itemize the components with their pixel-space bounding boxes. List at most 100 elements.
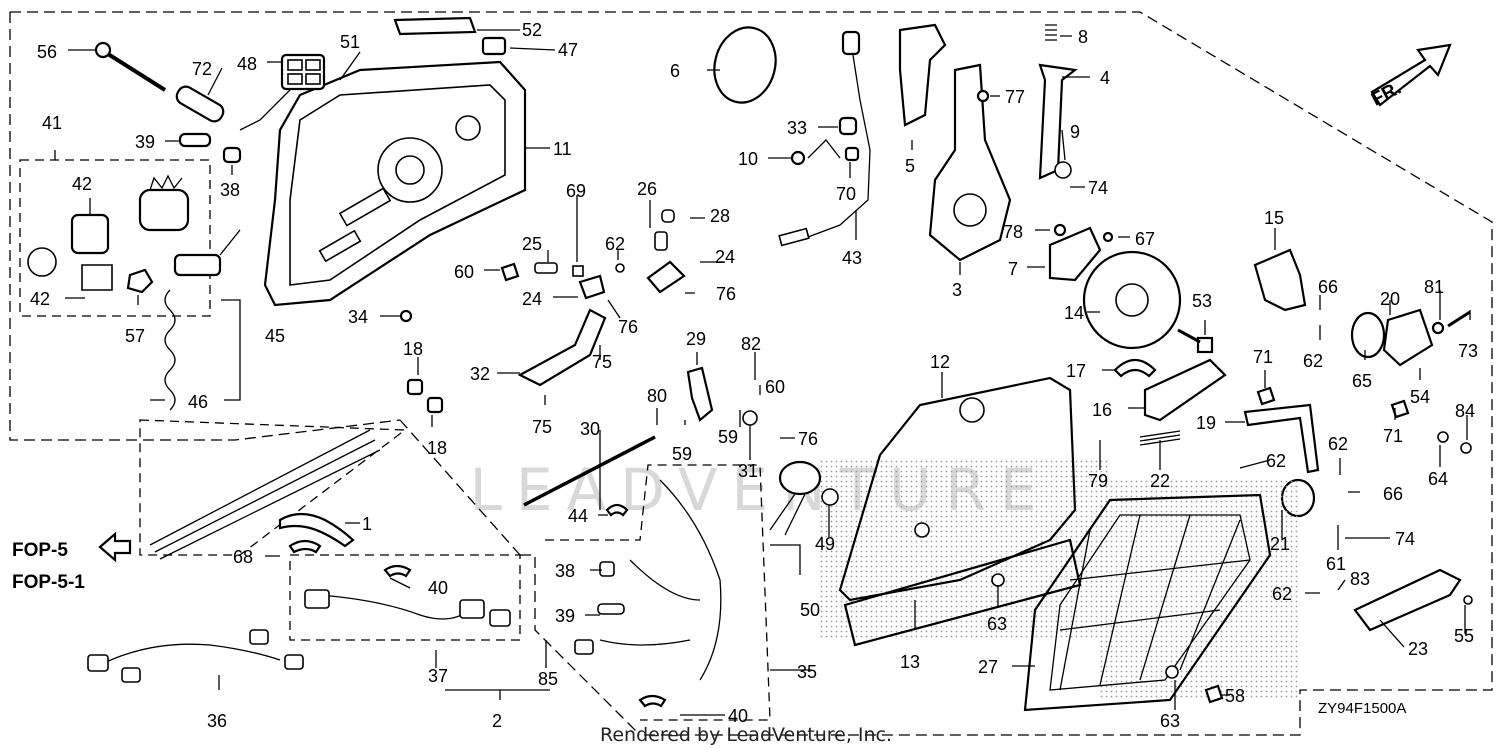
nut-58 <box>1204 684 1224 704</box>
callout-66a: 66 <box>1318 277 1338 297</box>
callout-62e: 62 <box>1272 584 1292 604</box>
callout-2: 2 <box>492 711 502 731</box>
callout-22: 22 <box>1150 471 1170 491</box>
callout-3: 3 <box>952 280 962 300</box>
callout-77: 77 <box>1005 87 1025 107</box>
clip-70 <box>844 146 860 162</box>
callout-24a: 24 <box>522 289 542 309</box>
callout-32: 32 <box>470 364 490 384</box>
callout-63b: 63 <box>1160 711 1180 731</box>
callout-83: 83 <box>1350 569 1370 589</box>
ring-6 <box>713 26 777 104</box>
callout-26: 26 <box>637 179 657 199</box>
screw-34 <box>399 309 413 323</box>
callout-16: 16 <box>1092 400 1112 420</box>
harness-36 <box>87 629 304 683</box>
cap-33 <box>838 116 858 136</box>
callout-48: 48 <box>237 54 257 74</box>
screw-77 <box>976 89 990 103</box>
callout-37: 37 <box>428 666 448 686</box>
arm-23 <box>1353 568 1462 632</box>
clamp-18b <box>426 396 444 414</box>
callout-13: 13 <box>900 652 920 672</box>
callout-10: 10 <box>738 149 758 169</box>
clip-68 <box>288 539 322 554</box>
washer-64 <box>1437 431 1449 443</box>
callout-24b: 24 <box>715 247 735 267</box>
bolt-56 <box>94 41 167 92</box>
washer-62a <box>615 263 625 273</box>
callout-62c: 62 <box>1328 434 1348 454</box>
callout-70: 70 <box>836 184 856 204</box>
bracket-24a <box>578 274 606 300</box>
callout-62a: 62 <box>605 234 625 254</box>
callout-1: 1 <box>362 514 372 534</box>
callout-53: 53 <box>1192 291 1212 311</box>
callout-17: 17 <box>1066 361 1086 381</box>
callout-65: 65 <box>1352 371 1372 391</box>
callout-71b: 71 <box>1383 426 1403 446</box>
clip-17 <box>1113 358 1157 378</box>
plate-7 <box>1048 226 1102 282</box>
dashed-frame <box>9 11 1493 736</box>
callout-64: 64 <box>1428 469 1448 489</box>
ref-fop-5[interactable]: FOP-5 <box>12 540 68 561</box>
callout-68: 68 <box>233 547 253 567</box>
clamp-18a <box>406 378 424 396</box>
clip-44 <box>605 503 629 517</box>
rod-30 <box>523 435 656 507</box>
callout-57: 57 <box>125 326 145 346</box>
callout-56: 56 <box>37 42 57 62</box>
callout-6: 6 <box>670 61 680 81</box>
washer-63a <box>991 573 1005 587</box>
callout-39b: 39 <box>555 606 575 626</box>
callout-21: 21 <box>1270 534 1290 554</box>
callout-40b: 40 <box>728 706 748 726</box>
fop-arrow <box>98 531 132 563</box>
callout-41: 41 <box>42 113 62 133</box>
spring-25 <box>534 262 558 274</box>
callout-71a: 71 <box>1253 347 1273 367</box>
washer-67 <box>1102 231 1114 243</box>
render-credit: Rendered by LeadVenture, Inc. <box>600 724 892 746</box>
ref-fop-5-1[interactable]: FOP-5-1 <box>12 572 85 593</box>
bracket-24b <box>646 260 686 294</box>
leader-lines <box>54 29 1471 716</box>
callout-75a: 75 <box>592 352 612 372</box>
callout-84: 84 <box>1455 401 1475 421</box>
callout-62b: 62 <box>1303 351 1323 371</box>
callout-28: 28 <box>710 206 730 226</box>
callout-51: 51 <box>340 32 360 52</box>
callout-54: 54 <box>1410 387 1430 407</box>
callout-67: 67 <box>1135 229 1155 249</box>
washer-84 <box>1460 442 1472 454</box>
cap-28 <box>661 209 675 223</box>
grommet-72 <box>175 85 225 123</box>
callout-44: 44 <box>568 506 588 526</box>
callout-60b: 60 <box>765 377 785 397</box>
ignition-switch <box>27 174 190 291</box>
callout-35: 35 <box>797 662 817 682</box>
screw-55 <box>1463 595 1473 605</box>
bracket-line <box>807 139 841 159</box>
remote-control-box-housing <box>263 60 527 307</box>
callout-80: 80 <box>647 386 667 406</box>
callout-74b: 74 <box>1395 529 1415 549</box>
collar-31 <box>742 410 758 426</box>
nut-71a <box>1256 386 1276 406</box>
grille-27 <box>1023 480 1300 712</box>
callout-4: 4 <box>1100 68 1110 88</box>
tube-39 <box>178 132 212 148</box>
callout-81: 81 <box>1424 277 1444 297</box>
nut-60a <box>500 262 520 282</box>
callout-29: 29 <box>686 329 706 349</box>
callout-19: 19 <box>1196 413 1216 433</box>
plate-16 <box>1143 358 1227 422</box>
callout-31: 31 <box>738 461 758 481</box>
callout-42a: 42 <box>72 174 92 194</box>
callout-36: 36 <box>207 711 227 731</box>
spring-8 <box>1045 24 1057 41</box>
bracket-15 <box>1253 248 1307 312</box>
callout-55: 55 <box>1454 626 1474 646</box>
drawing-code: ZY94F1500A <box>1318 700 1406 717</box>
